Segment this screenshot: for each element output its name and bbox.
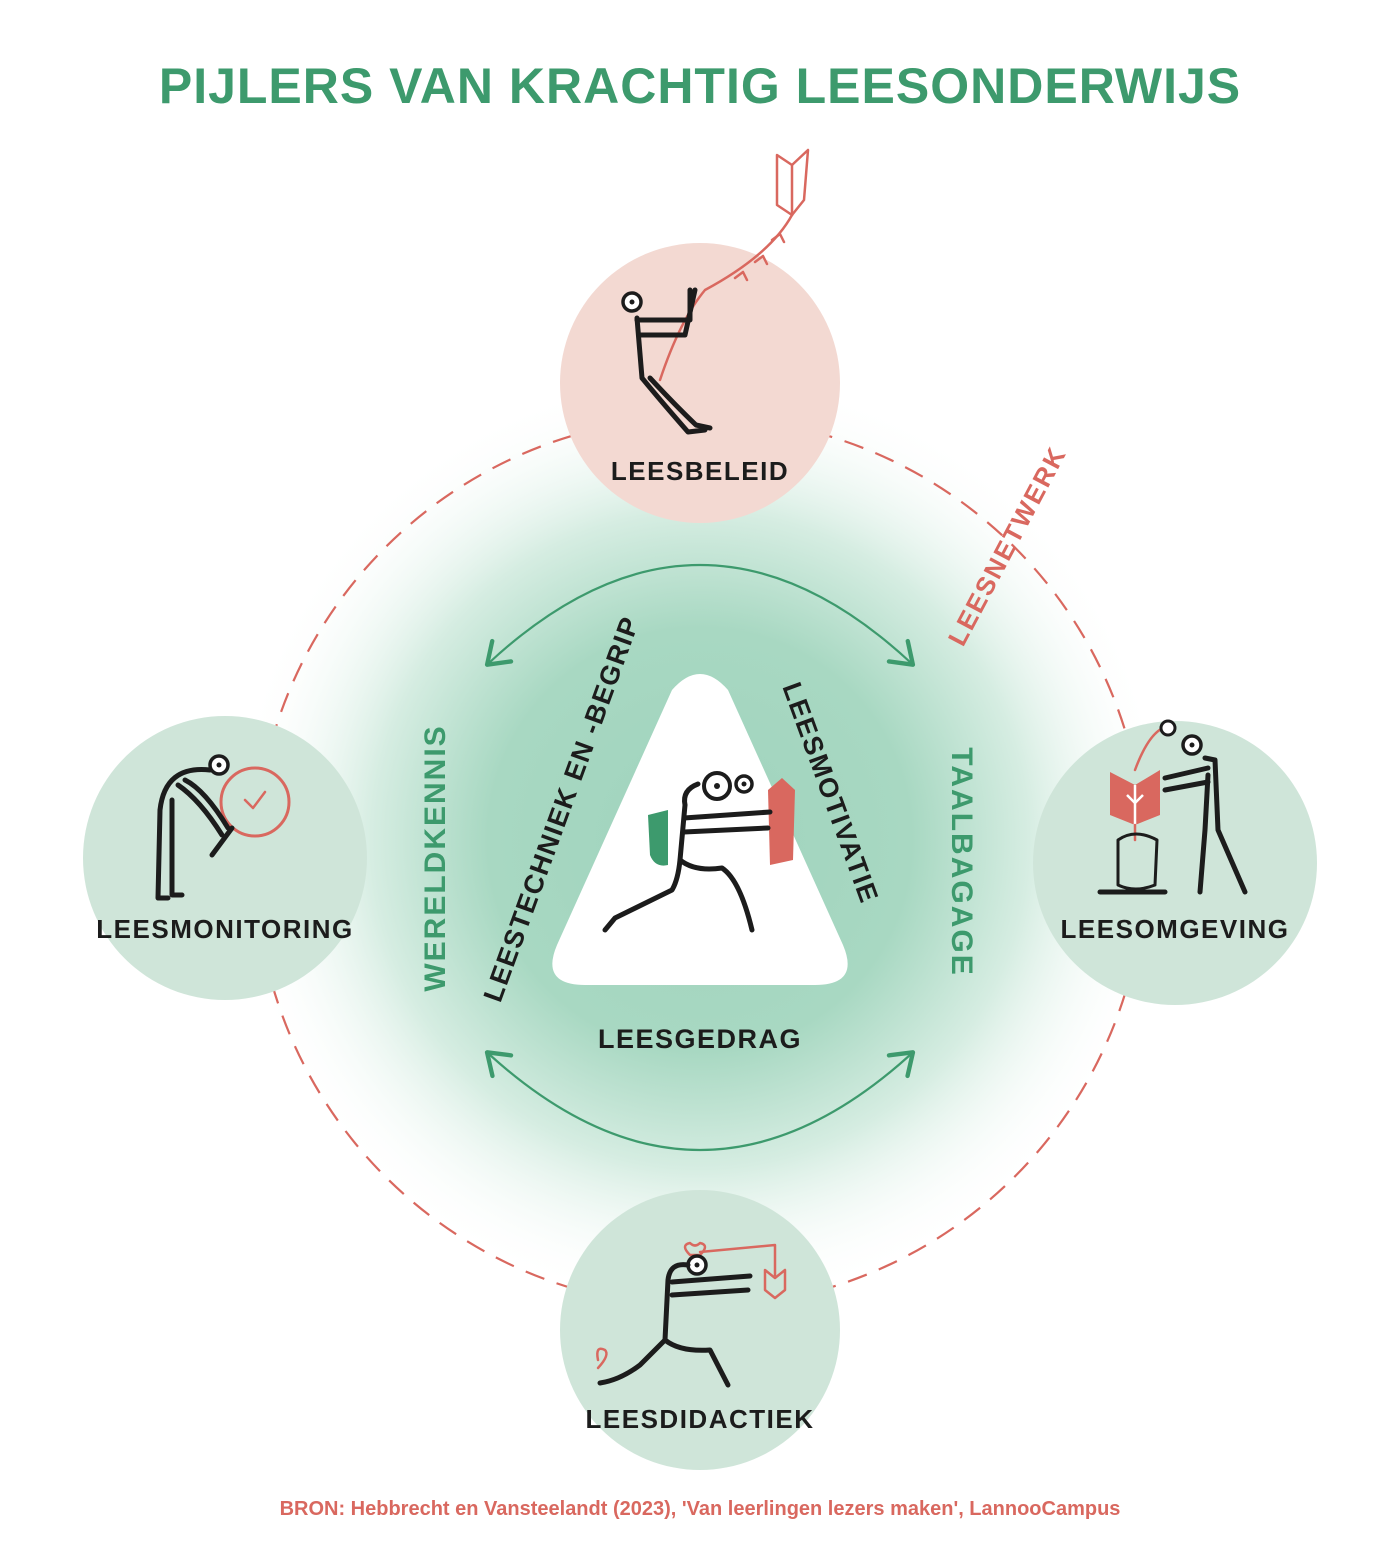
pillar-top-label: LEESBELEID — [611, 456, 789, 486]
pillar-top: LEESBELEID — [560, 150, 840, 523]
pillar-right-circle — [1033, 721, 1317, 1005]
side-label-left: WERELDKENNIS — [419, 724, 452, 991]
pillar-right: LEESOMGEVING — [1033, 721, 1317, 1005]
page-title: PIJLERS VAN KRACHTIG LEESONDERWIJS — [159, 58, 1241, 114]
pillar-bottom-label: LEESDIDACTIEK — [586, 1404, 815, 1434]
pillar-left: LEESMONITORING — [83, 716, 367, 1000]
triangle-bottom-label: LEESGEDRAG — [598, 1024, 802, 1054]
pillar-left-label: LEESMONITORING — [96, 914, 353, 944]
pillar-bottom: LEESDIDACTIEK — [560, 1190, 840, 1470]
side-label-right: TAALBAGAGE — [945, 747, 978, 976]
source-citation: BRON: Hebbrecht en Vansteelandt (2023), … — [280, 1498, 1121, 1520]
pillar-right-label: LEESOMGEVING — [1061, 914, 1290, 944]
